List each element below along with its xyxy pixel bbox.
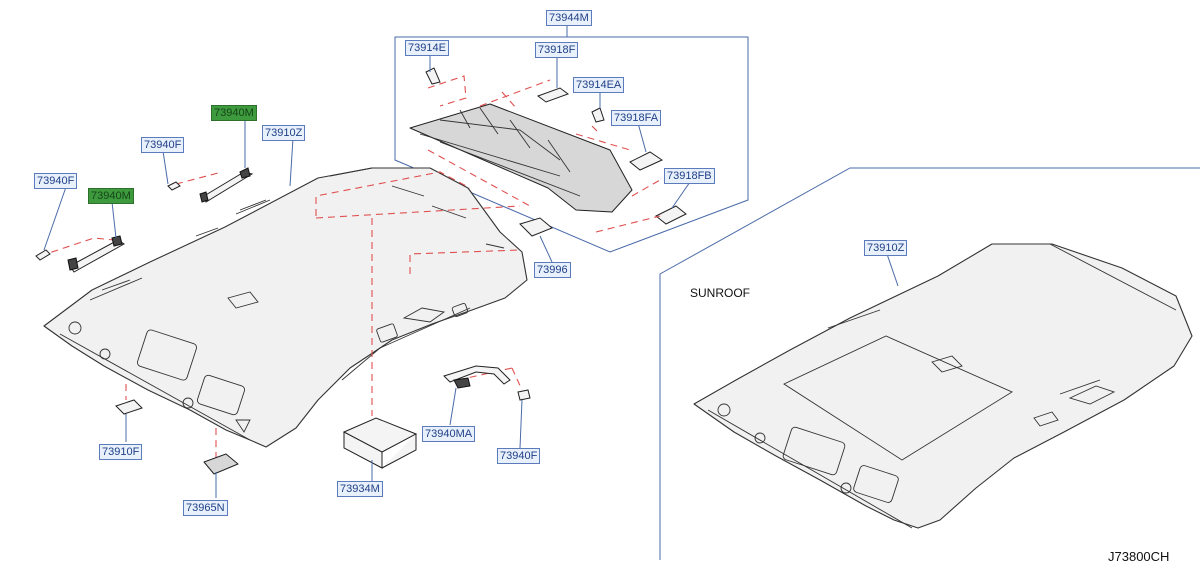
part-label-73910Z-main[interactable]: 73910Z — [262, 125, 306, 141]
lamp-73965N — [203, 453, 239, 475]
part-label-73940MA[interactable]: 73940MA — [422, 426, 476, 442]
headlining-sunroof — [693, 243, 1193, 529]
part-label-73918FB[interactable]: 73918FB — [664, 168, 715, 184]
part-label-73914E[interactable]: 73914E — [405, 40, 449, 56]
grab-handle-left — [35, 235, 125, 273]
grab-handle-top — [167, 167, 254, 203]
inset-box-73944M — [394, 36, 749, 253]
sunroof-separator — [659, 167, 1200, 560]
pad-73996 — [519, 217, 553, 237]
box-73934M — [342, 417, 418, 469]
part-label-73965N[interactable]: 73965N — [183, 500, 228, 516]
part-label-73910Z-sunroof[interactable]: 73910Z — [864, 240, 908, 256]
grab-handle-center — [443, 365, 531, 401]
frame-73944M — [409, 67, 687, 225]
part-label-73940F-mid[interactable]: 73940F — [141, 137, 185, 153]
part-label-73940F-left[interactable]: 73940F — [34, 173, 78, 189]
sunroof-caption: SUNROOF — [690, 286, 750, 300]
part-label-73940M-left[interactable]: 73940M — [88, 188, 134, 204]
pad-73910F — [115, 399, 143, 415]
diagram-code: J73800CH — [1108, 549, 1170, 564]
part-label-73996[interactable]: 73996 — [534, 262, 571, 278]
headlining-main — [43, 167, 528, 448]
part-label-73940M-top[interactable]: 73940M — [211, 105, 257, 121]
part-label-73910F[interactable]: 73910F — [99, 444, 143, 460]
part-label-73918FA[interactable]: 73918FA — [611, 110, 662, 126]
part-label-73914EA[interactable]: 73914EA — [573, 77, 625, 93]
part-label-73940F-right[interactable]: 73940F — [497, 448, 541, 464]
part-label-73918F[interactable]: 73918F — [535, 42, 579, 58]
part-label-73934M[interactable]: 73934M — [337, 481, 383, 497]
part-label-73944M[interactable]: 73944M — [546, 10, 592, 26]
